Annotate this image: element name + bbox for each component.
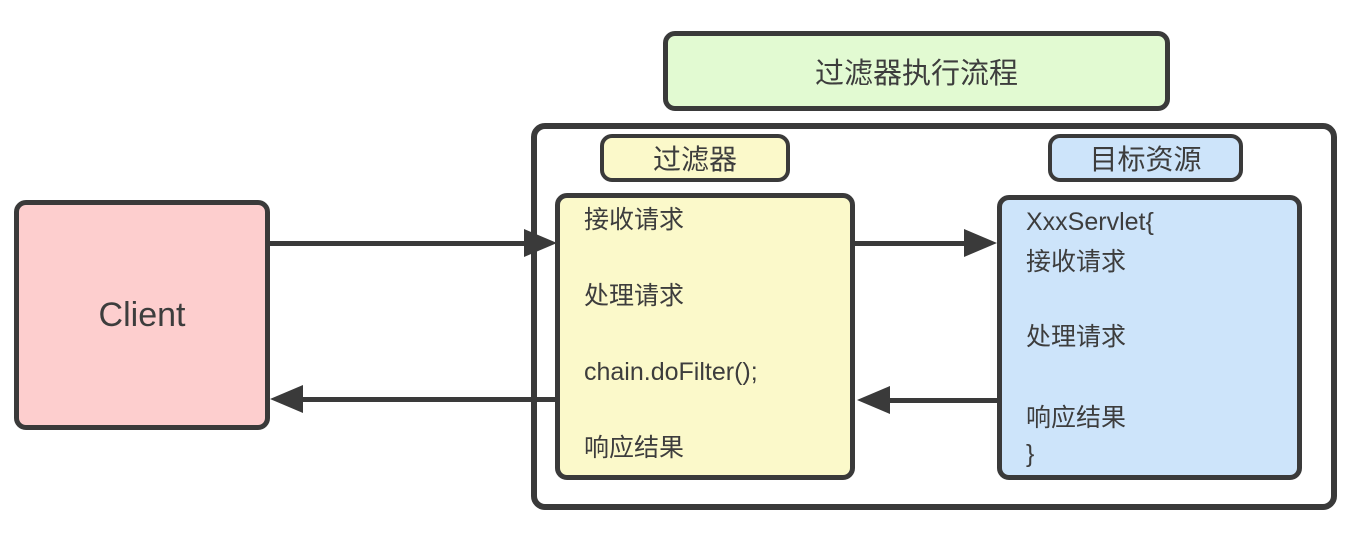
arrow-filter-to-servlet (855, 229, 997, 257)
arrow-servlet-to-filter (857, 386, 997, 414)
web-container-frame (531, 123, 1337, 510)
diagram-title: 过滤器执行流程 (663, 31, 1170, 111)
arrowhead-right-icon (524, 229, 557, 257)
arrow-shaft (885, 397, 997, 403)
filter-node: 接收请求 处理请求 chain.doFilter(); 响应结果 (555, 193, 855, 480)
servlet-step-process: 处理请求 (1026, 323, 1127, 351)
filter-tag: 过滤器 (600, 134, 790, 182)
arrow-shaft (270, 240, 529, 246)
arrowhead-left-icon (857, 386, 890, 414)
arrowhead-right-icon (964, 229, 997, 257)
filter-step-process: 处理请求 (584, 282, 685, 310)
filter-tag-label: 过滤器 (652, 144, 737, 175)
servlet-decl: XxxServlet{ (1026, 208, 1154, 236)
servlet-step-receive: 接收请求 (1026, 248, 1127, 276)
servlet-step-respond: 响应结果 (1026, 404, 1127, 432)
arrow-client-to-filter (270, 229, 557, 257)
filter-step-dofilter: chain.doFilter(); (584, 358, 758, 386)
filter-step-respond: 响应结果 (584, 434, 685, 462)
arrow-filter-to-client (270, 385, 555, 413)
client-node: Client (14, 200, 270, 430)
target-resource-tag-label: 目标资源 (1089, 144, 1202, 175)
servlet-close-brace: } (1026, 440, 1035, 468)
arrow-shaft (298, 396, 555, 402)
target-resource-tag: 目标资源 (1048, 134, 1243, 182)
arrow-shaft (855, 240, 969, 246)
target-resource-node: XxxServlet{ 接收请求 处理请求 响应结果 } (997, 195, 1302, 480)
filter-step-receive: 接收请求 (584, 206, 685, 234)
diagram-title-label: 过滤器执行流程 (814, 58, 1018, 90)
arrowhead-left-icon (270, 385, 303, 413)
client-node-label: Client (98, 295, 186, 334)
